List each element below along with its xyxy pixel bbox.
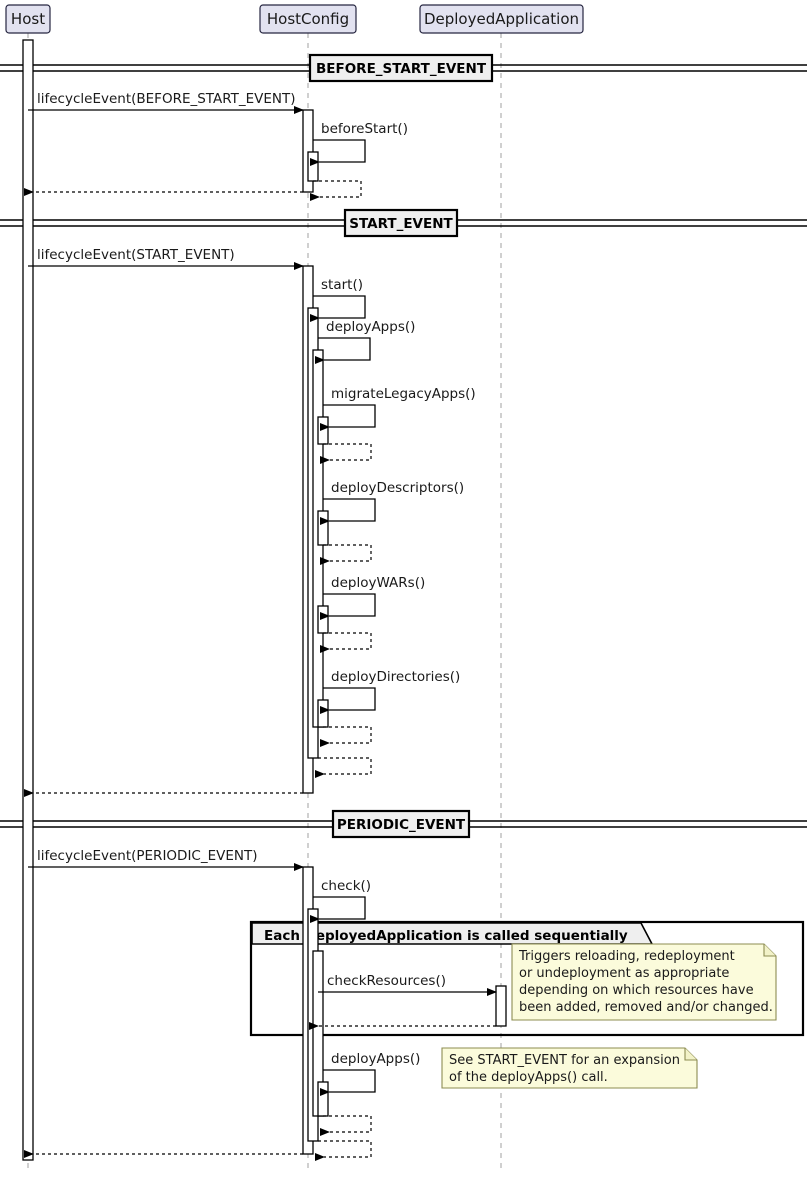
activation-config-before-start [302, 109, 314, 193]
group-label-loop-deployed-app: Each DeployedApplication is called seque… [264, 928, 628, 944]
divider-box-start [343, 208, 459, 238]
message-label-m12: deployWARs() [331, 575, 425, 591]
message-selfcall-m22 [320, 1069, 376, 1096]
message-selfcall-m6 [310, 295, 366, 322]
message-m1: lifecycleEvent(BEFORE_START_EVENT) [28, 91, 304, 114]
message-label-m22: deployApps() [331, 1051, 420, 1067]
message-label-m7: deployApps() [326, 319, 415, 335]
message-selfreturn-m16 [315, 757, 372, 778]
message-m12: deployWARs() [320, 575, 425, 620]
participant-box-host[interactable] [5, 4, 51, 34]
participant-box-config[interactable] [259, 4, 357, 34]
message-selfreturn-m13 [320, 632, 372, 653]
message-m5: lifecycleEvent(START_EVENT) [28, 247, 304, 270]
message-selfreturn-m11 [320, 544, 372, 565]
activation-app-checkresources [495, 985, 507, 1027]
message-label-m14: deployDirectories() [331, 669, 460, 685]
activation-config-migratelegacyapps [317, 416, 329, 445]
message-m16 [315, 757, 372, 778]
dividers-group: BEFORE_START_EVENT START_EVENT PERIODIC_EV… [0, 53, 807, 839]
message-selfreturn-m15 [320, 726, 372, 747]
notes-group: Triggers reloading, redeployment or undep… [441, 943, 777, 1089]
groups-group: Each DeployedApplication is called seque… [249, 920, 805, 1037]
activation-config-deploydescriptors [317, 510, 329, 546]
note-line-note-check-resources-2: depending on which resources have [519, 983, 754, 998]
message-m14: deployDirectories() [320, 669, 460, 714]
message-selfreturn-m24 [315, 1140, 372, 1161]
activation-host [22, 39, 34, 1161]
messages-group: lifecycleEvent(BEFORE_START_EVENT)before… [24, 91, 497, 1161]
message-m19: check() [310, 878, 371, 923]
note-fold-note-check-resources [763, 944, 776, 957]
message-label-m1: lifecycleEvent(BEFORE_START_EVENT) [37, 91, 296, 107]
divider-box-periodic [331, 809, 471, 839]
message-label-m6: start() [321, 277, 363, 293]
message-label-m20: checkResources() [327, 973, 446, 989]
message-m3 [310, 180, 362, 201]
message-m22: deployApps() [320, 1051, 420, 1096]
message-m13 [320, 632, 372, 653]
message-label-m2: beforeStart() [321, 121, 408, 137]
message-selfcall-m7 [315, 337, 371, 364]
message-label-m8: migrateLegacyApps() [331, 386, 476, 402]
message-selfreturn-m9 [320, 443, 372, 464]
message-label-m19: check() [321, 878, 371, 894]
message-m15 [320, 726, 372, 747]
note-body-note-check-resources [511, 943, 777, 1021]
message-label-m5: lifecycleEvent(START_EVENT) [37, 247, 235, 263]
message-selfcall-m8 [320, 404, 376, 431]
activation-config-deployapps-periodic [317, 1081, 329, 1117]
note-line-note-check-resources-3: been added, removed and/or changed. [519, 1000, 773, 1015]
message-m8: migrateLegacyApps() [320, 386, 476, 431]
message-m20: checkResources() [318, 973, 497, 996]
group-frame-loop-deployed-app [249, 920, 805, 1037]
divider-box-before-start [308, 53, 494, 83]
divider-label-periodic: PERIODIC_EVENT [337, 817, 466, 833]
divider-label-before-start: BEFORE_START_EVENT [316, 61, 487, 77]
participant-box-app[interactable] [419, 4, 584, 34]
message-m7: deployApps() [315, 319, 415, 364]
activation-config-deploydirectories [317, 699, 329, 728]
message-label-m10: deployDescriptors() [331, 480, 464, 496]
message-selfreturn-m23 [320, 1115, 372, 1136]
message-m9 [320, 443, 372, 464]
message-m18: lifecycleEvent(PERIODIC_EVENT) [28, 848, 304, 871]
message-m23 [320, 1115, 372, 1136]
message-m6: start() [310, 277, 366, 322]
message-selfcall-m14 [320, 687, 376, 714]
note-fold-note-deploy-apps [684, 1048, 697, 1061]
message-m11 [320, 544, 372, 565]
divider-label-start: START_EVENT [349, 216, 453, 232]
message-m2: beforeStart() [310, 121, 408, 166]
message-m10: deployDescriptors() [320, 480, 464, 525]
message-m24 [315, 1140, 372, 1161]
activation-config-beforestart [307, 151, 319, 182]
activation-config-deploywars [317, 605, 329, 634]
message-label-m18: lifecycleEvent(PERIODIC_EVENT) [37, 848, 258, 864]
lifelines-group [27, 33, 502, 1172]
note-body-note-deploy-apps [441, 1047, 698, 1089]
message-selfcall-m19 [310, 896, 366, 923]
message-selfreturn-m3 [310, 180, 362, 201]
note-line-note-check-resources-0: Triggers reloading, redeployment [518, 949, 735, 964]
participant-label-config: HostConfig [267, 10, 349, 28]
message-selfcall-m2 [310, 139, 366, 166]
note-line-note-check-resources-1: or undeployment as appropriate [519, 966, 729, 981]
note-line-note-deploy-apps-0: See START_EVENT for an expansion [449, 1053, 680, 1068]
message-selfcall-m12 [320, 593, 376, 620]
participant-label-host: Host [11, 10, 45, 28]
message-selfcall-m10 [320, 498, 376, 525]
participant-label-app: DeployedApplication [424, 10, 579, 28]
participants-group: Host HostConfig DeployedApplication [5, 4, 584, 34]
note-line-note-deploy-apps-1: of the deployApps() call. [449, 1070, 608, 1085]
